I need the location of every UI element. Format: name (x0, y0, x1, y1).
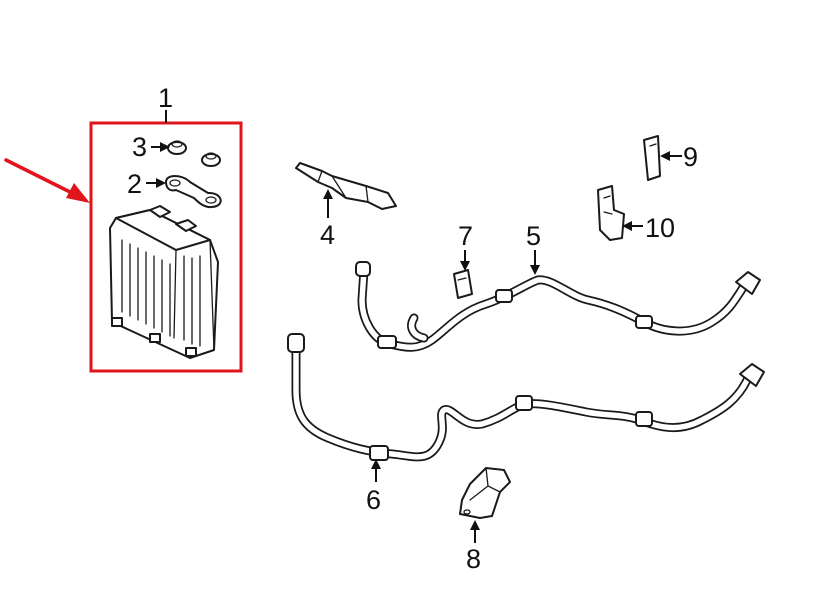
arrowhead-3-icon (160, 142, 170, 152)
arrowhead-2-icon (156, 178, 166, 188)
callout-3: 3 (132, 132, 147, 162)
callout-1: 1 (158, 83, 173, 113)
arrowhead-4-icon (323, 189, 333, 199)
arrowhead-10-icon (622, 221, 632, 231)
callout-5: 5 (526, 221, 541, 251)
callout-2: 2 (127, 169, 142, 199)
arrowhead-7-icon (460, 261, 470, 271)
callout-6: 6 (366, 485, 381, 515)
arrowhead-5-icon (530, 265, 540, 275)
callout-7: 7 (458, 221, 473, 251)
callout-10: 10 (645, 213, 675, 243)
part-7-clip (453, 269, 473, 299)
part-6-cooler-line (287, 333, 765, 462)
part-10-bracket (597, 185, 625, 241)
part-1-oil-cooler (109, 205, 219, 359)
part-8-mount (459, 467, 511, 519)
arrowhead-9-icon (660, 151, 670, 161)
part-5-cooler-line (355, 261, 761, 352)
part-3-grommet (167, 140, 221, 167)
arrowhead-6-icon (371, 459, 381, 469)
callout-8: 8 (466, 544, 481, 574)
part-2-gasket (165, 175, 222, 209)
part-4-bracket (295, 162, 397, 210)
red-pointer-arrow-icon (4, 158, 90, 203)
arrowhead-8-icon (470, 520, 480, 530)
callout-9: 9 (683, 142, 698, 172)
part-9-clip (643, 135, 661, 181)
callout-4: 4 (320, 220, 335, 250)
